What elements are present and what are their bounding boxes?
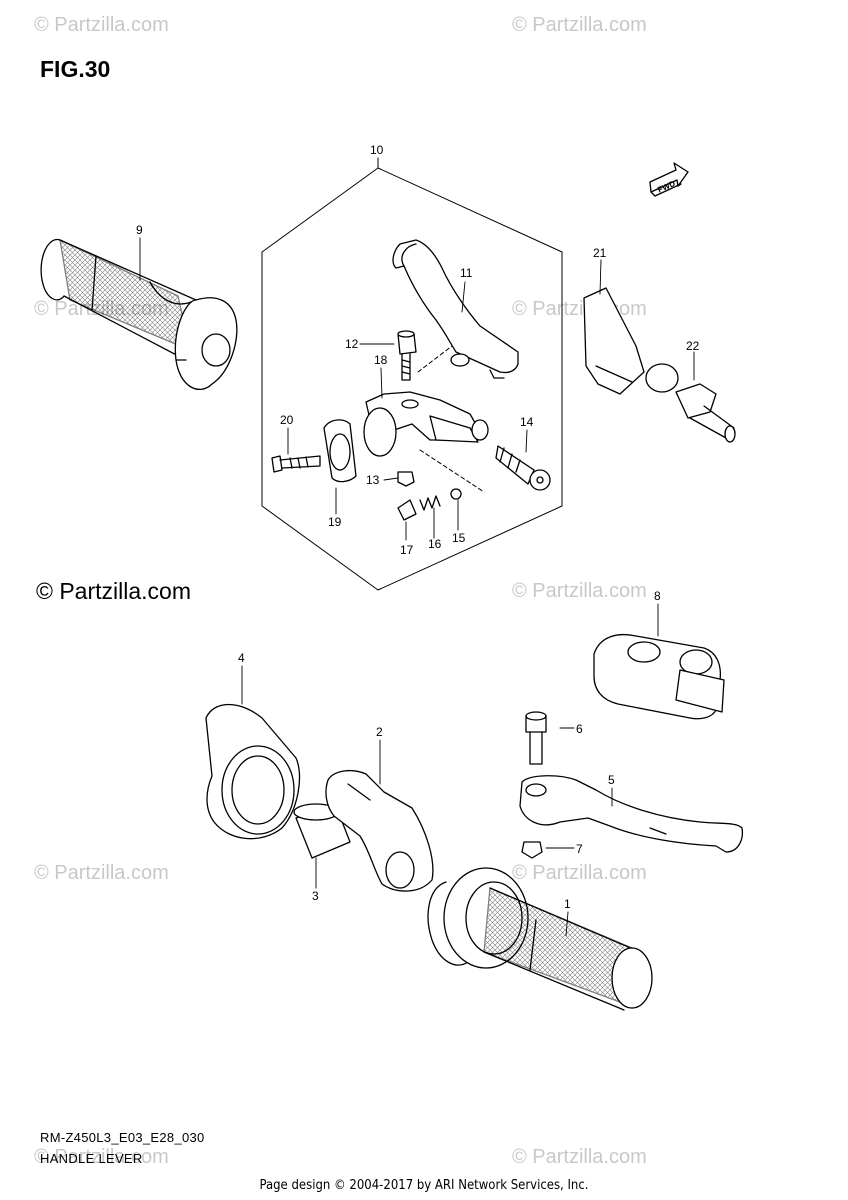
watermark: © Partzilla.com (512, 14, 647, 36)
callout-22: 22 (686, 339, 700, 353)
adjuster-14-part (495, 445, 551, 491)
callout-21: 21 (593, 246, 607, 260)
watermark: © Partzilla.com (34, 14, 169, 36)
callout-4: 4 (238, 651, 245, 665)
ball-15-part (450, 488, 462, 500)
callout-11: 11 (460, 266, 473, 280)
nut-7-part (521, 841, 543, 859)
clamp-19-part (323, 419, 357, 483)
watermark: © Partzilla.com (512, 1146, 647, 1168)
callout-7: 7 (576, 842, 583, 856)
callout-5: 5 (608, 773, 615, 787)
model-code: RM-Z450L3_E03_E28_030 (40, 1130, 205, 1145)
copyright-notice: © Partzilla.com (36, 578, 191, 604)
callout-16: 16 (428, 537, 442, 551)
grip-right-part (427, 867, 653, 1011)
callout-12: 12 (345, 337, 359, 351)
lever-11-part (392, 239, 519, 379)
callout-15: 15 (452, 531, 466, 545)
watermark: © Partzilla.com (34, 862, 169, 884)
callout-1: 1 (564, 897, 571, 911)
lever-5-part (519, 775, 744, 853)
watermark: © Partzilla.com (512, 580, 647, 602)
callout-8: 8 (654, 589, 661, 603)
callout-13: 13 (366, 473, 380, 487)
callout-17: 17 (400, 543, 414, 557)
assembly-outline (261, 167, 563, 591)
callout-19: 19 (328, 515, 342, 529)
figure-title: FIG.30 (40, 56, 111, 82)
callout-3: 3 (312, 889, 319, 903)
page-footer: Page design © 2004-2017 by ARI Network S… (259, 1178, 589, 1193)
screw-20-part (271, 455, 321, 473)
cover-4-part (205, 704, 301, 840)
callout-10: 10 (370, 143, 384, 157)
bolt-12-part (397, 330, 417, 381)
watermark: © Partzilla.com (34, 1146, 169, 1168)
housing-8-part (593, 633, 725, 720)
callout-2: 2 (376, 725, 383, 739)
sleeve-17-part (397, 499, 417, 521)
adjuster-22-part (675, 383, 736, 443)
pin-6-part (525, 711, 547, 765)
callout-20: 20 (280, 413, 294, 427)
lever-holder-18-part (363, 391, 489, 457)
callout-9: 9 (136, 223, 143, 237)
sleeve-3-part (293, 803, 351, 859)
cover-21-part (583, 287, 679, 395)
fwd-arrow-icon (649, 162, 689, 197)
nut-13-part (397, 471, 415, 487)
spring-16-part (419, 495, 441, 511)
callout-14: 14 (520, 415, 534, 429)
grip-left-part (40, 239, 238, 390)
callout-6: 6 (576, 722, 583, 736)
watermark: © Partzilla.com (512, 862, 647, 884)
bracket-2-part (325, 769, 434, 892)
part-group-name: HANDLE LEVER (40, 1151, 143, 1166)
callout-18: 18 (374, 353, 388, 367)
